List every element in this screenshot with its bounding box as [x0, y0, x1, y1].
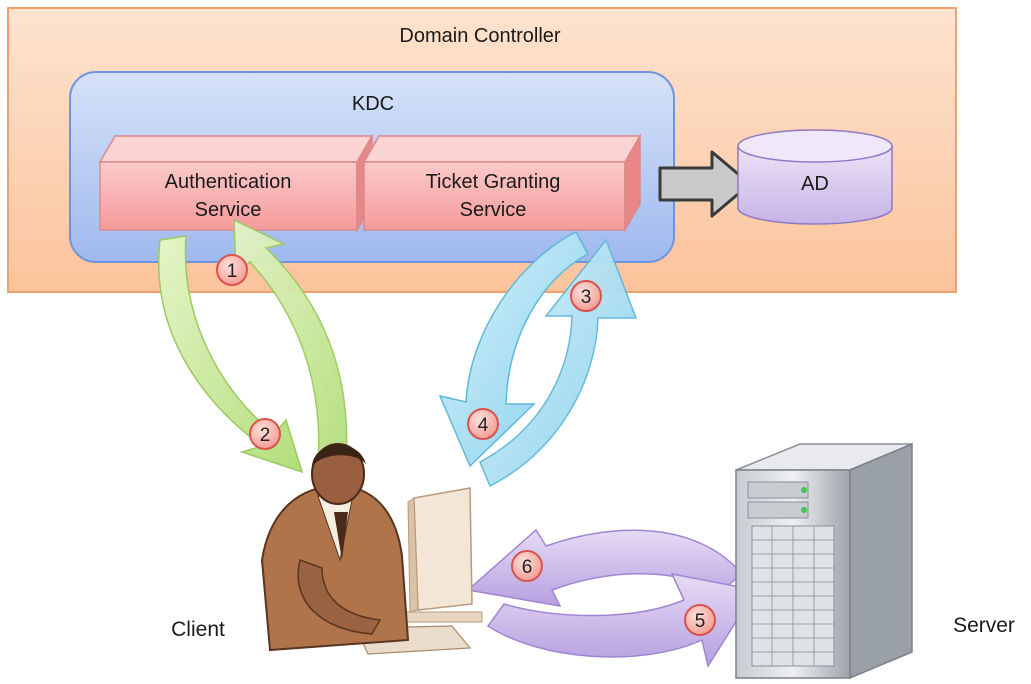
step-number-2: 2	[260, 425, 271, 446]
step-badge-4: 4	[467, 408, 499, 440]
ad-label: AD	[801, 173, 829, 195]
authentication-service-label-line2: Service	[195, 199, 262, 221]
step-number-5: 5	[695, 611, 706, 632]
kdc-title: KDC	[352, 93, 394, 115]
step-number-3: 3	[581, 287, 592, 308]
step-number-4: 4	[478, 415, 489, 436]
purple-arrows-server-exchange	[466, 528, 758, 668]
ticket-granting-service-label-line1: Ticket Granting	[426, 171, 561, 193]
ticket-granting-service-block: Ticket Granting Service	[362, 133, 642, 233]
step-number-1: 1	[227, 261, 238, 282]
client-label: Client	[171, 618, 225, 641]
ad-database-cylinder: AD	[737, 129, 893, 225]
authentication-service-block: Authentication Service	[98, 133, 374, 233]
step-number-6: 6	[522, 557, 533, 578]
server-tower-icon	[735, 442, 913, 680]
server-label: Server	[953, 614, 1015, 637]
authentication-service-label-line1: Authentication	[165, 171, 292, 193]
step-badge-2: 2	[249, 418, 281, 450]
domain-controller-title: Domain Controller	[399, 25, 561, 47]
step-badge-3: 3	[570, 280, 602, 312]
step-badge-6: 6	[511, 550, 543, 582]
step-badge-5: 5	[684, 604, 716, 636]
person-at-computer-icon	[260, 443, 483, 655]
ticket-granting-service-label-line2: Service	[460, 199, 527, 221]
step-badge-1: 1	[216, 254, 248, 286]
green-arrows-as-exchange	[158, 218, 348, 474]
tgs-to-ad-arrow	[658, 150, 752, 218]
